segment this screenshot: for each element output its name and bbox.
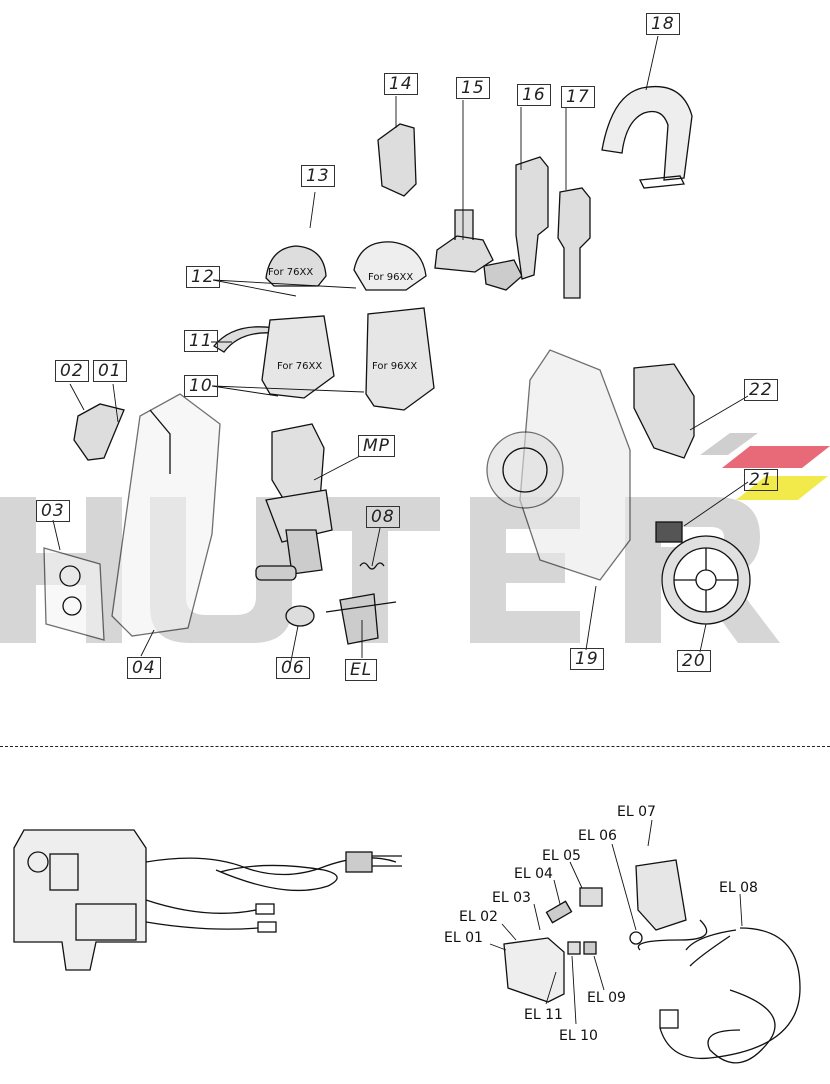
callout-10: 10 — [184, 375, 218, 397]
callout-15: 15 — [456, 77, 490, 99]
hose-holder-part — [434, 209, 494, 273]
cap-96xx-part — [353, 241, 427, 291]
label-el-07: EL 07 — [617, 804, 656, 820]
holder-16-part — [515, 156, 549, 280]
callout-20: 20 — [677, 650, 711, 672]
spring-part — [359, 562, 385, 570]
callout-13: 13 — [301, 165, 335, 187]
label-el-01: EL 01 — [444, 930, 483, 946]
switch-plate-part — [503, 937, 565, 1003]
callout-11: 11 — [184, 330, 218, 352]
switch-housing-part — [635, 859, 687, 931]
callout-el: EL — [345, 659, 378, 681]
model-label-cap-96xx: For 96XX — [368, 272, 414, 283]
callout-mp: MP — [358, 435, 395, 457]
panel-03-part — [43, 547, 105, 641]
model-label-pump-96xx: For 96XX — [372, 361, 418, 372]
holder-17-part — [557, 187, 591, 299]
model-label-cap-76xx: For 76XX — [268, 267, 314, 278]
model-label-pump-76xx: For 76XX — [277, 361, 323, 372]
callout-21: 21 — [744, 469, 778, 491]
callout-17: 17 — [561, 86, 595, 108]
cover-02-part — [73, 403, 125, 461]
cover-22-part — [633, 363, 695, 459]
label-el-08: EL 08 — [719, 880, 758, 896]
label-el-09: EL 09 — [587, 990, 626, 1006]
bushing-21-part — [655, 521, 683, 543]
label-el-02: EL 02 — [459, 909, 498, 925]
label-el-03: EL 03 — [492, 890, 531, 906]
cord-assembly-part — [659, 927, 801, 1060]
pump-housing-96xx — [365, 307, 435, 411]
label-el-06: EL 06 — [578, 828, 617, 844]
label-el-04: EL 04 — [514, 866, 553, 882]
callout-22: 22 — [744, 379, 778, 401]
label-el-11: EL 11 — [524, 1007, 563, 1023]
callout-02: 02 — [55, 360, 89, 382]
bracket-part — [377, 123, 417, 197]
callout-01: 01 — [93, 360, 127, 382]
cap-76xx-part — [265, 245, 327, 287]
callout-08: 08 — [366, 506, 400, 528]
callout-04: 04 — [127, 657, 161, 679]
callout-18: 18 — [646, 13, 680, 35]
main-housing-part — [111, 393, 221, 637]
handle-part — [601, 85, 693, 181]
callout-03: 03 — [36, 500, 70, 522]
pump-housing-76xx — [261, 315, 335, 399]
callout-19: 19 — [570, 648, 604, 670]
label-el-10: EL 10 — [559, 1028, 598, 1044]
ring-06-part — [285, 605, 315, 627]
frame-19-part — [519, 349, 631, 581]
callout-14: 14 — [384, 73, 418, 95]
callout-16: 16 — [517, 84, 551, 106]
label-el-05: EL 05 — [542, 848, 581, 864]
callout-06: 06 — [276, 657, 310, 679]
callout-12: 12 — [186, 266, 220, 288]
control-box-part — [13, 829, 147, 971]
switch-box-part — [339, 593, 379, 645]
section-divider — [0, 746, 830, 747]
